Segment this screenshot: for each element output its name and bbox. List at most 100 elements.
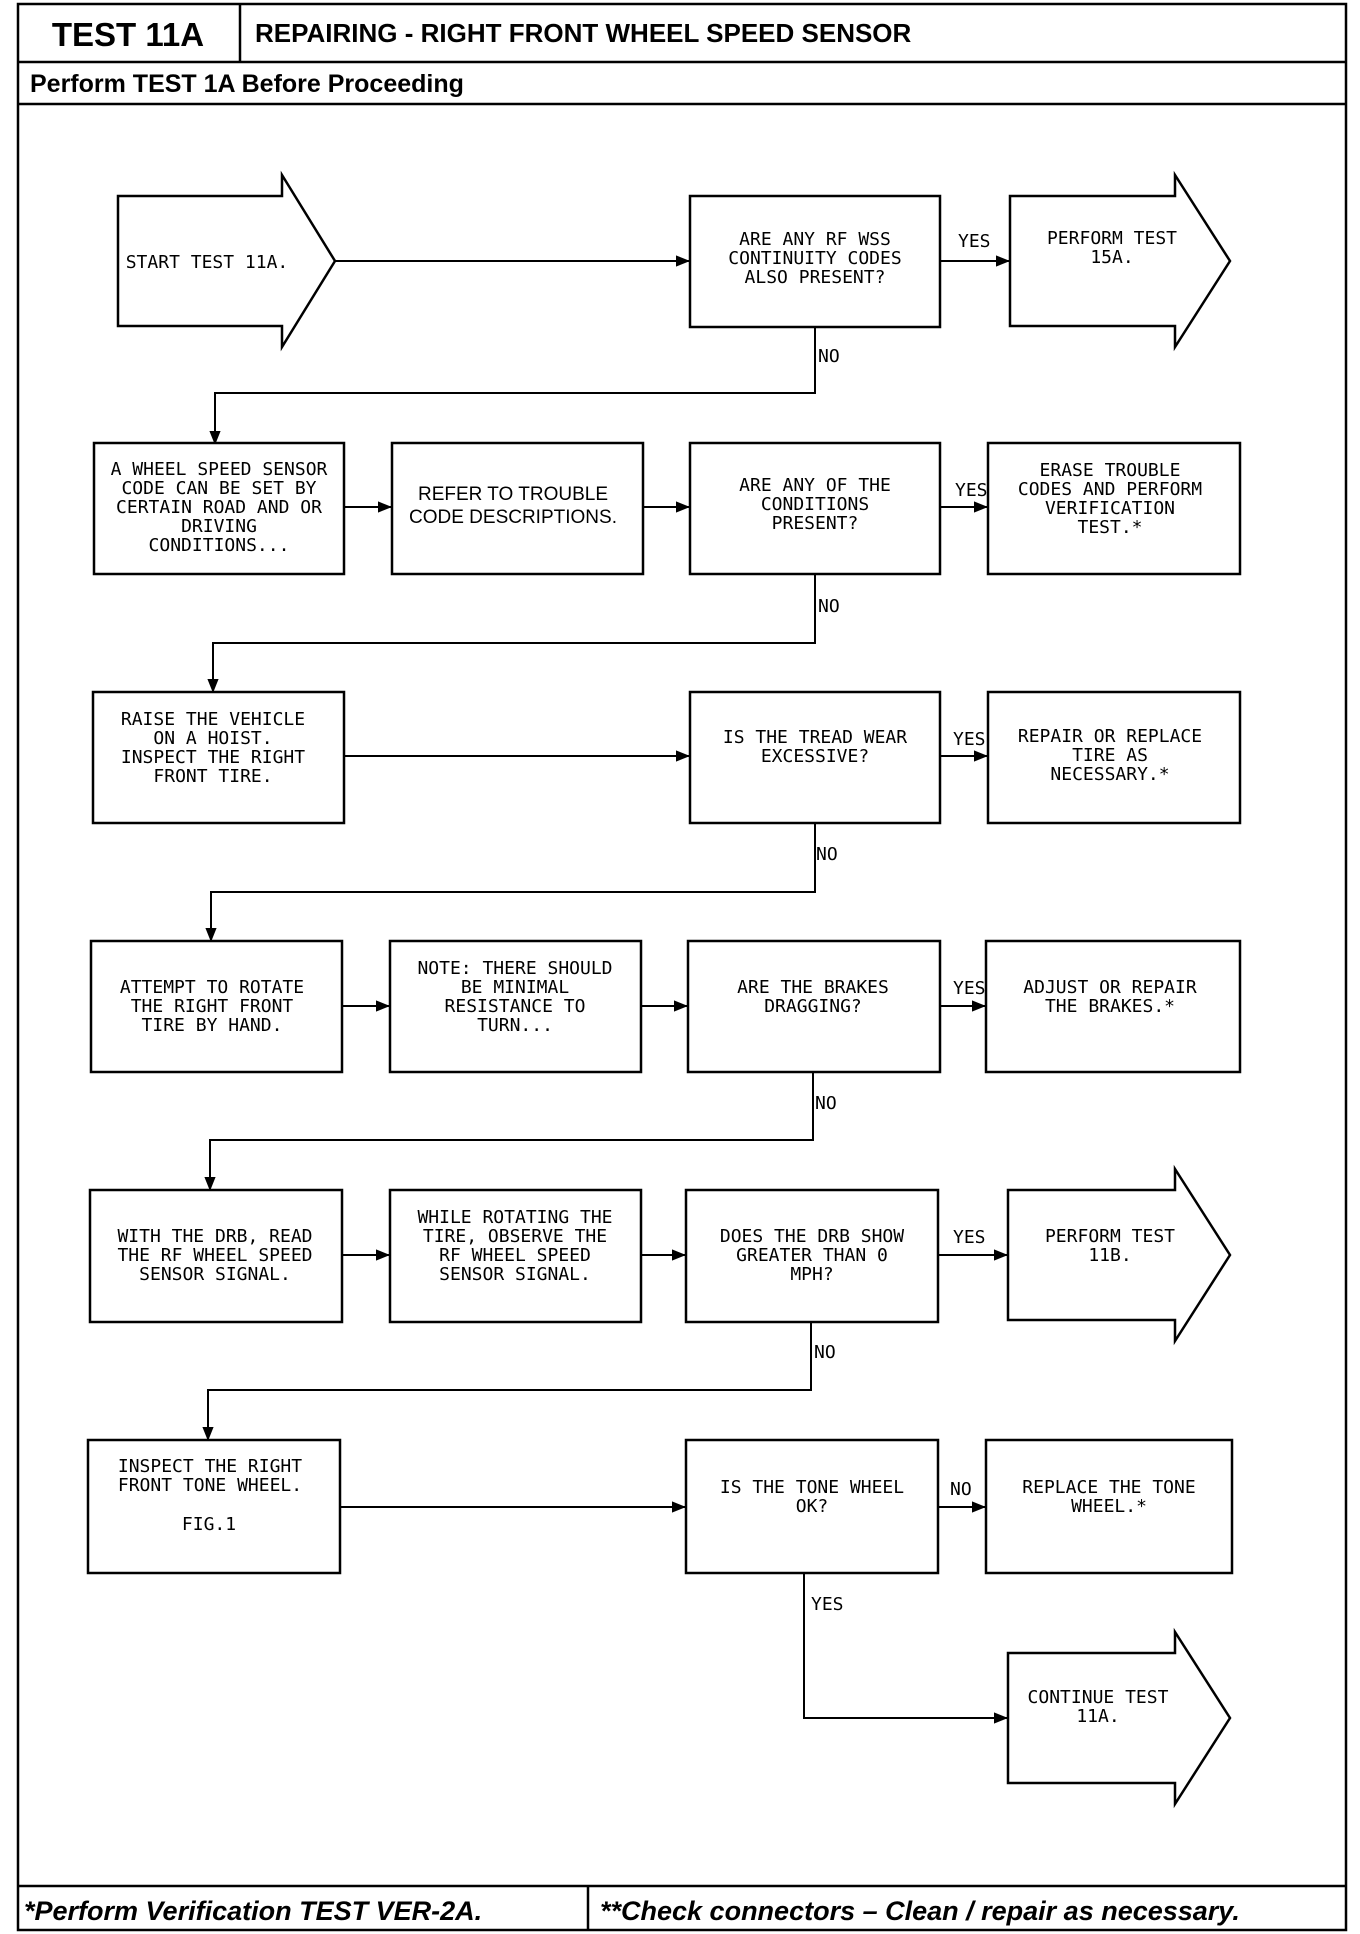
connector-tread-no: [205, 822, 816, 942]
page-frame: [16, 2, 1348, 1932]
step-raise-vehicle: [91, 690, 346, 825]
node-text-line: WHEEL.*: [1071, 1496, 1147, 1517]
start-arrow: [116, 170, 337, 352]
node-text-line: BE MINIMAL: [461, 977, 570, 998]
node-text-line: TIRE AS: [1072, 745, 1148, 766]
label-yes: YES: [953, 1227, 986, 1248]
node-text-line: DRIVING: [181, 516, 257, 537]
node-text-line: RF WHEEL SPEED: [439, 1245, 591, 1266]
node-text-line: SENSOR SIGNAL.: [439, 1264, 591, 1285]
node-text-line: CERTAIN ROAD AND OR: [116, 497, 322, 518]
node-text-line: WHILE ROTATING THE: [417, 1207, 612, 1228]
node-text-line: PRESENT?: [772, 513, 859, 534]
step-inspect-tone-wheel: [86, 1438, 342, 1575]
node-text-line: THE RF WHEEL SPEED: [117, 1245, 312, 1266]
goto-test-15a-arrow: [1008, 170, 1232, 352]
node-text-line: OK?: [796, 1496, 829, 1517]
node-text-line: ARE ANY OF THE: [739, 475, 891, 496]
node-text-line: CODE DESCRIPTIONS.: [409, 507, 617, 528]
node-text-line: DOES THE DRB SHOW: [720, 1226, 904, 1247]
node-text-line: EXCESSIVE?: [761, 746, 869, 767]
node-text-line: CONDITIONS: [761, 494, 869, 515]
flowchart-nodes: [86, 170, 1242, 1809]
node-text-line: THE RIGHT FRONT: [131, 996, 294, 1017]
start-label: START TEST 11A.: [126, 252, 289, 273]
node-text-line: ATTEMPT TO ROTATE: [120, 977, 304, 998]
decision-tread-wear: [688, 690, 942, 825]
step-observe-signal: [388, 1188, 643, 1324]
node-text-line: MPH?: [790, 1264, 833, 1285]
decision-drb-mph: [684, 1188, 940, 1324]
decision-brakes-dragging: [686, 939, 942, 1074]
connector-continuity-no: [209, 327, 816, 445]
node-text-line: REFER TO TROUBLE: [418, 484, 608, 505]
node-text-line: FRONT TONE WHEEL.: [118, 1475, 302, 1496]
step-wss-code-conditions: [92, 441, 346, 576]
page-title: REPAIRING - RIGHT FRONT WHEEL SPEED SENS…: [255, 18, 912, 48]
node-text-line: FIG.1: [182, 1514, 236, 1535]
node-text-line: TIRE, OBSERVE THE: [423, 1226, 607, 1247]
label-no: NO: [818, 346, 840, 367]
node-text-line: VERIFICATION: [1045, 498, 1175, 519]
node-text-line: CONDITIONS...: [149, 535, 290, 556]
node-text-line: ADJUST OR REPAIR: [1023, 977, 1197, 998]
decision-continuity-codes: [688, 194, 942, 329]
step-rotate-tire: [89, 939, 344, 1074]
decision-tone-wheel-ok: [684, 1438, 940, 1575]
node-text-line: CONTINUITY CODES: [728, 248, 901, 269]
node-text-line: TURN...: [477, 1015, 553, 1036]
node-text-line: A WHEEL SPEED SENSOR: [111, 459, 328, 480]
node-text-line: TIRE BY HAND.: [142, 1015, 283, 1036]
label-no: NO: [814, 1342, 836, 1363]
node-text-line: PERFORM TEST: [1047, 228, 1177, 249]
step-replace-tone-wheel: [984, 1438, 1234, 1575]
connectors: [202, 255, 1010, 1724]
node-text-line: CODE CAN BE SET BY: [121, 478, 316, 499]
step-repair-tire: [986, 690, 1242, 825]
node-text-line: SENSOR SIGNAL.: [139, 1264, 291, 1285]
label-no: NO: [815, 1093, 837, 1114]
step-note-resistance: [388, 939, 643, 1074]
label-yes: YES: [811, 1594, 844, 1615]
node-text-line: TEST.*: [1077, 517, 1142, 538]
label-no: NO: [818, 596, 840, 617]
connector-drb-no: [202, 1322, 812, 1441]
node-text-line: DRAGGING?: [764, 996, 862, 1017]
node-text-line: IS THE TONE WHEEL: [720, 1477, 904, 1498]
node-text-line: GREATER THAN 0: [736, 1245, 888, 1266]
label-yes: YES: [953, 978, 986, 999]
prerequisite-note: Perform TEST 1A Before Proceeding: [30, 70, 464, 98]
label-yes: YES: [953, 729, 986, 750]
node-text-line: REPLACE THE TONE: [1022, 1477, 1195, 1498]
label-yes: YES: [958, 231, 991, 252]
node-text-line: 15A.: [1090, 247, 1133, 268]
node-text-line: REPAIR OR REPLACE: [1018, 726, 1202, 747]
node-text-line: 11A.: [1076, 1706, 1119, 1727]
connector-conditions-no: [207, 573, 816, 693]
node-text-line: INSPECT THE RIGHT: [118, 1456, 302, 1477]
step-erase-codes: [986, 441, 1242, 576]
node-text-line: RESISTANCE TO: [445, 996, 586, 1017]
connector-brakes-no: [204, 1072, 814, 1191]
node-text-line: START TEST 11A.: [126, 252, 289, 273]
connector-tone-yes: [803, 1573, 1008, 1724]
